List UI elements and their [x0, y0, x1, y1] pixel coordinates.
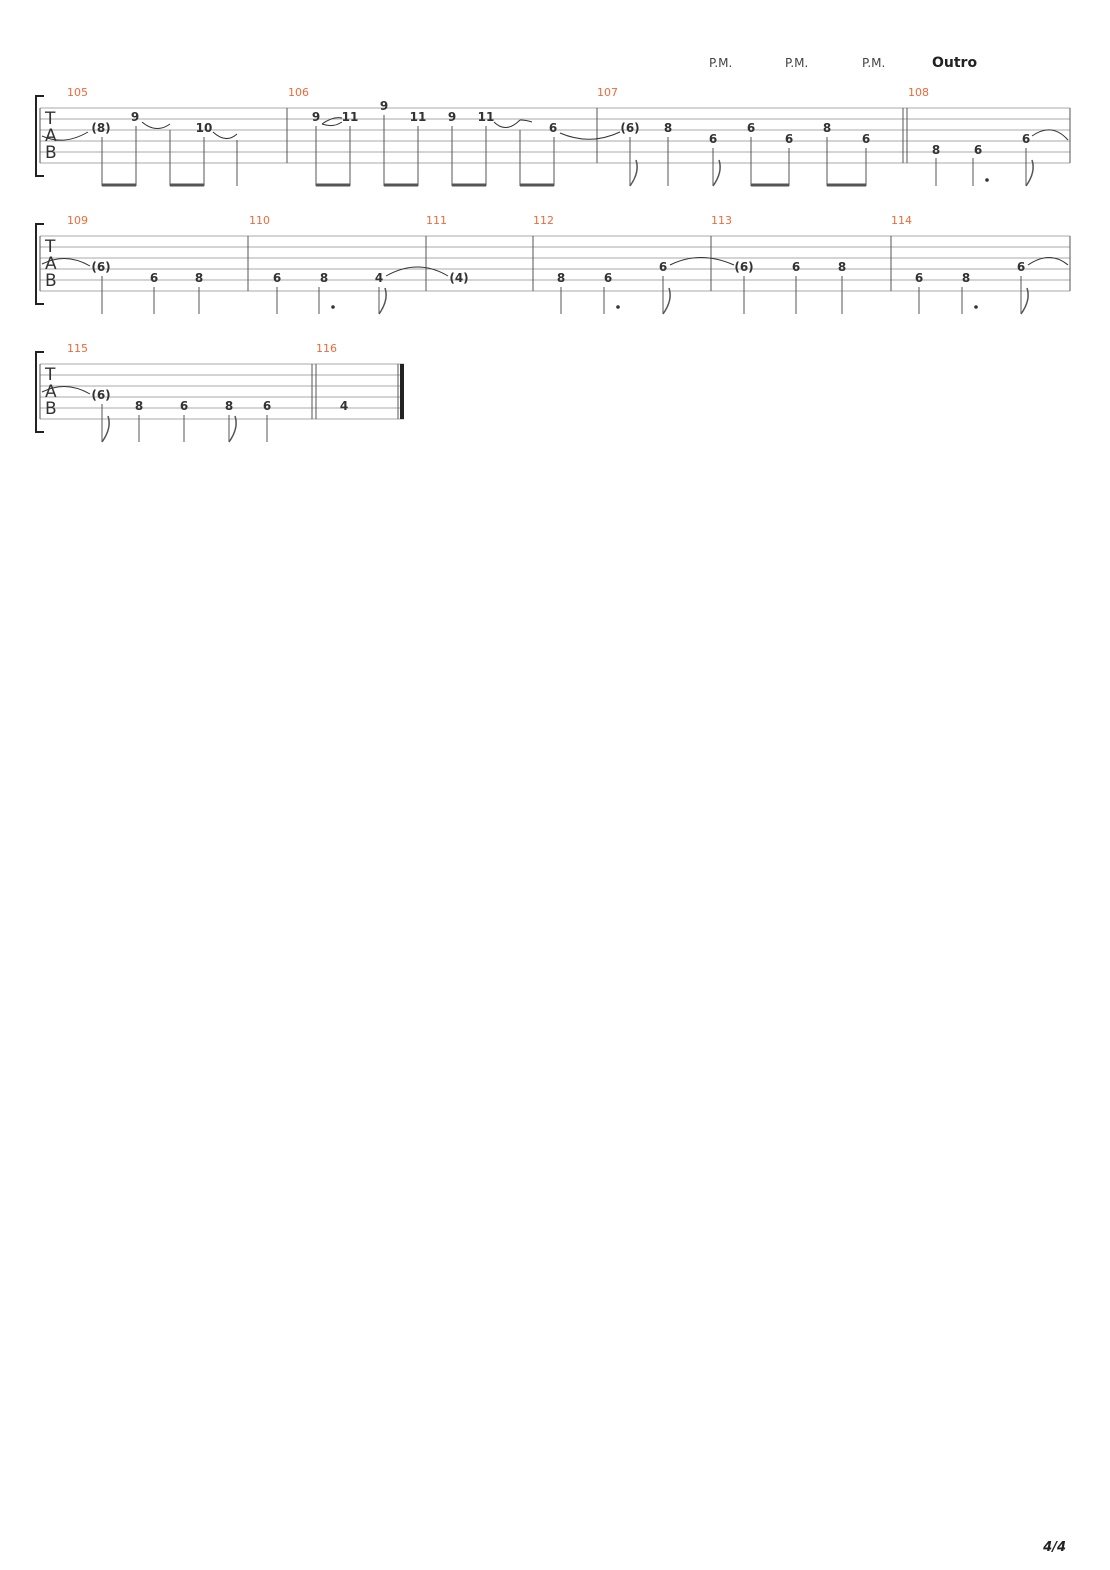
fret-number: 9: [312, 110, 320, 124]
fret-number: 9: [131, 110, 139, 124]
fret-number: 8: [932, 143, 940, 157]
rhythm-stems-system-3: [101, 404, 268, 442]
fret-number: 8: [195, 271, 203, 285]
rhythm-flags-system-1: [629, 159, 1034, 187]
ties-system-1: [41, 117, 1069, 141]
fret-number: (6): [620, 121, 639, 135]
fret-number: (6): [91, 260, 110, 274]
measure-number: 113: [711, 214, 732, 227]
measure-number: 105: [67, 86, 88, 99]
rhythm-flags-system-3: [101, 415, 237, 443]
tab-clef-b: B: [45, 143, 57, 163]
fret-number: 6: [785, 132, 793, 146]
fret-number: 6: [263, 399, 271, 413]
measure-number: 116: [316, 342, 337, 355]
fret-number: 6: [180, 399, 188, 413]
measure-number: 109: [67, 214, 88, 227]
system-bracket-3: [35, 351, 44, 433]
barlines-system-2: [39, 236, 1071, 291]
palm-mute-label-2: P.M.: [785, 56, 808, 70]
tab-clef-t: T: [44, 365, 56, 385]
section-label-outro: Outro: [932, 55, 977, 71]
page-number: 4/4: [1042, 1540, 1066, 1555]
fret-number: (4): [449, 271, 468, 285]
fret-number: 6: [1017, 260, 1025, 274]
measure-number: 110: [249, 214, 270, 227]
measure-number: 106: [288, 86, 309, 99]
fret-number: 6: [915, 271, 923, 285]
fret-number: 6: [862, 132, 870, 146]
fret-number: 6: [1022, 132, 1030, 146]
fret-number: 6: [792, 260, 800, 274]
tab-clef-a: A: [45, 254, 57, 274]
system-1: [40, 107, 1070, 164]
fret-number: 8: [838, 260, 846, 274]
measure-number: 114: [891, 214, 912, 227]
fret-number: 8: [664, 121, 672, 135]
rhythm-flags-system-2: [378, 287, 1029, 315]
tab-clef-b: B: [45, 271, 57, 291]
fret-number: 10: [196, 121, 213, 135]
ties-system-3: [41, 386, 91, 395]
fret-number: 4: [340, 399, 348, 413]
tab-clef-a: A: [45, 126, 57, 146]
fret-number: 6: [974, 143, 982, 157]
fret-number: 6: [150, 271, 158, 285]
measure-number: 108: [908, 86, 929, 99]
measure-number: 115: [67, 342, 88, 355]
palm-mute-label-3: P.M.: [862, 56, 885, 70]
fret-number: 11: [342, 110, 359, 124]
palm-mute-label-1: P.M.: [709, 56, 732, 70]
fret-number: 6: [273, 271, 281, 285]
fret-number: 8: [823, 121, 831, 135]
fret-number: 9: [380, 99, 388, 113]
fret-number: 6: [604, 271, 612, 285]
measure-number: 111: [426, 214, 447, 227]
fret-number: 9: [448, 110, 456, 124]
fret-number: 8: [320, 271, 328, 285]
ties-system-2: [41, 257, 1069, 277]
measure-number: 112: [533, 214, 554, 227]
tab-clef-b: B: [45, 399, 57, 419]
dotted-rhythm: [616, 305, 620, 309]
fret-number: (6): [91, 388, 110, 402]
barlines-system-1: [39, 108, 1071, 163]
tab-clef-t: T: [44, 237, 56, 257]
system-bracket-1: [35, 95, 44, 177]
fret-number: 8: [962, 271, 970, 285]
fret-number: 11: [478, 110, 495, 124]
fret-number: (6): [734, 260, 753, 274]
system-bracket-2: [35, 223, 44, 305]
fret-number: 4: [375, 271, 383, 285]
fret-number: 11: [410, 110, 427, 124]
system-2: [40, 235, 1070, 292]
fret-number: 6: [659, 260, 667, 274]
dotted-rhythm: [974, 305, 978, 309]
fret-number: (8): [91, 121, 110, 135]
measure-number: 107: [597, 86, 618, 99]
rhythm-stems-system-2: [101, 276, 1022, 314]
dotted-rhythm: [985, 178, 989, 182]
barlines-system-3: [39, 364, 399, 419]
fret-number: 8: [225, 399, 233, 413]
tab-clef-a: A: [45, 382, 57, 402]
fret-number: 6: [747, 121, 755, 135]
tab-clef-t: T: [44, 109, 56, 129]
rhythm-stems-system-1: [101, 115, 1027, 186]
dotted-rhythm: [331, 305, 335, 309]
fret-number: 6: [709, 132, 717, 146]
system-3: [40, 363, 404, 420]
fret-number: 6: [549, 121, 557, 135]
fret-number: 8: [557, 271, 565, 285]
fret-number: 8: [135, 399, 143, 413]
